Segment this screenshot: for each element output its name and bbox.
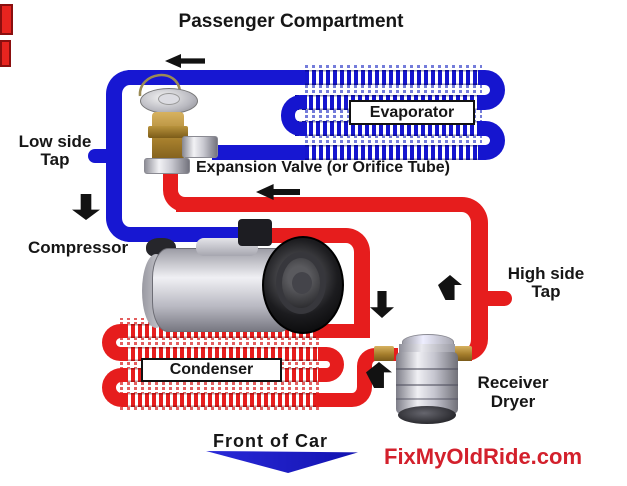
flow-arrow-up-highside-icon [438, 275, 462, 300]
compressor-clutch-ring [276, 252, 326, 314]
high-side-tap-line2: Tap [531, 282, 561, 301]
artifact-red-bar-1 [0, 4, 13, 35]
valve-hex-nut [148, 126, 188, 138]
liquid-line-vertical [471, 226, 488, 336]
compressor-clutch-hub [292, 272, 312, 294]
discharge-line-top [256, 228, 346, 243]
suction-line-left [106, 100, 122, 212]
discharge-line-down [354, 256, 370, 338]
dryer-seam-3 [396, 398, 458, 400]
dryer-seam-2 [396, 384, 458, 386]
dryer-outlet-fitting [454, 346, 472, 361]
compressor-manifold [238, 219, 272, 246]
low-side-tap-stub [88, 149, 114, 163]
condenser-ubend-left-1 [102, 324, 128, 361]
evaporator-inlet-line [212, 145, 308, 160]
condenser-label: Condenser [141, 358, 282, 382]
high-side-tap-stub [486, 291, 512, 306]
watermark: FixMyOldRide.com [384, 444, 583, 469]
dryer-inlet-fitting [374, 346, 394, 361]
condenser-outlet-extension [316, 393, 346, 407]
evaporator-ubend-right-1 [478, 70, 505, 110]
flow-arrow-down-left-icon [72, 194, 100, 220]
condenser-run-4 [124, 393, 320, 407]
receiver-dryer-line2: Dryer [490, 392, 536, 411]
expansion-valve-label: Expansion Valve (or Orifice Tube) [196, 159, 450, 176]
evaporator-run-1 [305, 70, 480, 85]
evaporator-ubend-right-2 [478, 121, 505, 160]
front-of-car-label: Front of Car [213, 431, 328, 451]
suction-line-top [128, 70, 308, 85]
low-side-tap-label: Low side Tap [6, 133, 104, 169]
evaporator-ubend-left [281, 95, 307, 136]
dryer-bottom [398, 406, 456, 424]
dryer-neck [399, 344, 455, 354]
dryer-body [396, 352, 458, 414]
dryer-seam-1 [396, 368, 458, 370]
evaporator-label: Evaporator [349, 100, 475, 125]
low-side-tap-line2: Tap [40, 150, 70, 169]
evaporator-run-4 [305, 145, 480, 160]
receiver-dryer-label: Receiver Dryer [462, 373, 564, 411]
capillary-tube [138, 74, 182, 97]
liquid-line-corner-top-right [456, 197, 488, 229]
page-title: Passenger Compartment [178, 11, 404, 32]
condenser-ubend-left-2 [102, 368, 128, 407]
compressor-label: Compressor [28, 238, 129, 257]
condenser-ubend-right [318, 347, 344, 382]
liquid-line-horizontal [176, 197, 460, 212]
high-side-tap-label: High side Tap [492, 265, 600, 301]
valve-feed-corner [163, 182, 193, 212]
low-side-tap-line1: Low side [18, 132, 92, 151]
receiver-dryer-line1: Receiver [477, 373, 549, 392]
condenser-inlet-extension [316, 324, 370, 338]
front-of-car-arrow-icon [206, 451, 358, 473]
valve-outlet-fitting [182, 136, 218, 158]
high-side-tap-line1: High side [507, 264, 585, 283]
valve-diaphragm-hub [158, 93, 180, 105]
valve-body [152, 112, 184, 164]
artifact-red-bar-2 [0, 40, 11, 67]
valve-bottom-fitting [144, 158, 190, 174]
flow-arrow-down-right-icon [370, 291, 394, 318]
condenser-run-2 [124, 347, 320, 361]
